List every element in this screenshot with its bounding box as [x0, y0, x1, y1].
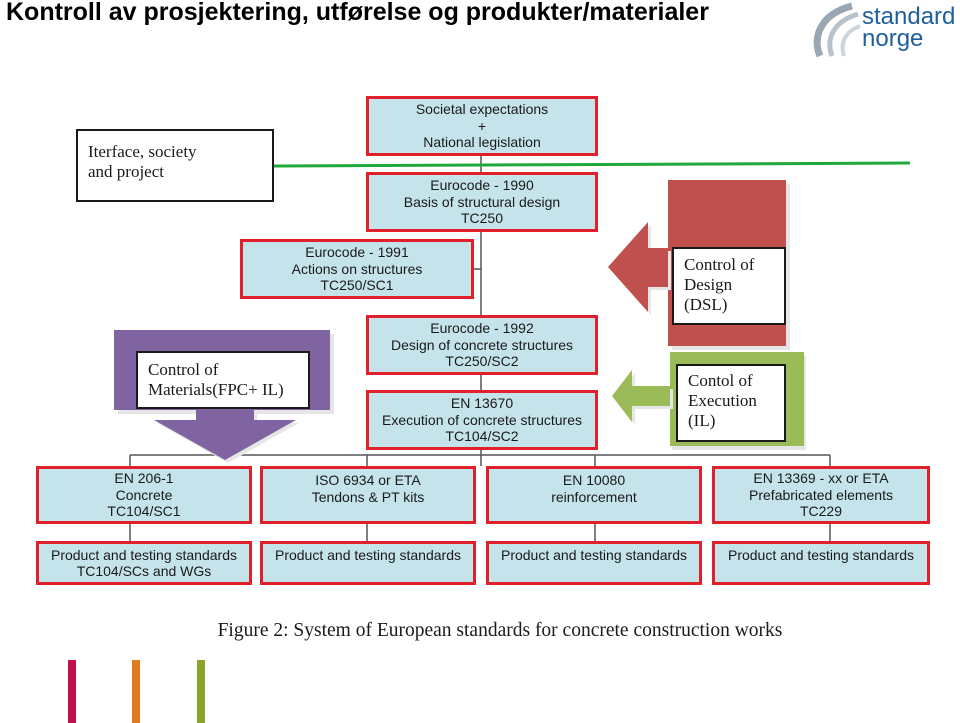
standards-box-3: Product and testing standards: [486, 541, 702, 585]
box-line: Tendons & PT kits: [311, 488, 425, 505]
note-line: Contol of: [688, 371, 753, 390]
societal-expectations-box: Societal expectations + National legisla…: [366, 96, 598, 156]
box-line: Actions on structures: [291, 260, 423, 277]
note-line: Control of: [148, 360, 219, 379]
box-line: EN 13670: [450, 395, 514, 412]
box-line: TC104/SC1: [107, 503, 181, 520]
standard-norge-logo[interactable]: standard norge: [808, 2, 960, 58]
note-line: Iterface, society: [88, 142, 197, 161]
interface-note: Iterface, society and project: [76, 129, 274, 202]
product-box-en206: EN 206-1 Concrete TC104/SC1: [36, 466, 252, 524]
eurocode-1992-box: Eurocode - 1992 Design of concrete struc…: [366, 315, 598, 375]
note-line: Materials(FPC+ IL): [148, 380, 284, 399]
design-control-note: Control of Design (DSL): [672, 247, 786, 325]
box-line: EN 10080: [562, 472, 626, 488]
box-line: Product and testing standards: [274, 547, 461, 563]
box-line: EN 13369 - xx or ETA: [753, 470, 889, 487]
footer-bar-magenta: [68, 660, 76, 723]
box-line: National legislation: [423, 134, 541, 151]
figure-caption: Figure 2: System of European standards f…: [217, 620, 783, 641]
materials-control-note: Control of Materials(FPC+ IL): [136, 351, 310, 409]
eurocode-1990-box: Eurocode - 1990 Basis of structural desi…: [366, 172, 598, 232]
logo-word-norge: norge: [862, 25, 924, 52]
box-line: reinforcement: [551, 488, 637, 505]
standards-box-2: Product and testing standards: [260, 541, 476, 585]
note-line: (DSL): [684, 295, 728, 314]
standards-box-4: Product and testing standards: [712, 541, 930, 585]
note-line: Execution: [688, 391, 757, 410]
box-line: Prefabricated elements: [749, 486, 893, 503]
note-line: Design: [684, 275, 733, 294]
standards-box-1: Product and testing standards TC104/SCs …: [36, 541, 252, 585]
box-line: TC250/SC1: [320, 277, 394, 294]
logo-word-standard: standard: [862, 3, 956, 30]
eurocode-1991-box: Eurocode - 1991 Actions on structures TC…: [240, 239, 474, 299]
box-line: TC104/SC2: [445, 428, 519, 445]
box-line: Product and testing standards: [500, 547, 687, 563]
box-line: ISO 6934 or ETA: [315, 472, 421, 488]
box-line: TC250: [460, 210, 504, 227]
note-line: (IL): [688, 411, 716, 430]
box-line: Execution of concrete structures: [382, 411, 582, 428]
box-line: Product and testing standards: [727, 547, 914, 563]
box-line: TC229: [799, 503, 843, 520]
box-line: Basis of structural design: [403, 193, 561, 210]
note-line: and project: [88, 162, 164, 181]
box-line: Design of concrete structures: [390, 336, 574, 353]
box-line: EN 206-1: [114, 470, 174, 487]
footer-bar-green: [197, 660, 205, 723]
box-line: Eurocode - 1991: [305, 244, 409, 261]
box-line: TC250/SC2: [445, 353, 519, 370]
execution-control-note: Contol of Execution (IL): [676, 364, 786, 442]
product-box-en13369: EN 13369 - xx or ETA Prefabricated eleme…: [712, 466, 930, 524]
box-line: +: [477, 117, 487, 134]
box-line: Eurocode - 1990: [430, 177, 534, 194]
box-line: Product and testing standards: [50, 546, 237, 563]
product-box-en10080: EN 10080 reinforcement: [486, 466, 702, 524]
logo-swirl-icon: [813, 2, 861, 58]
note-line: Control of: [684, 255, 755, 274]
en-13670-box: EN 13670 Execution of concrete structure…: [366, 390, 598, 450]
box-line: Eurocode - 1992: [430, 320, 534, 337]
product-box-iso6934: ISO 6934 or ETA Tendons & PT kits: [260, 466, 476, 524]
footer-bar-orange: [132, 660, 140, 723]
logo-text: standard norge: [862, 3, 956, 52]
box-line: Concrete: [115, 486, 173, 503]
page-title: Kontroll av prosjektering, utførelse og …: [6, 0, 709, 26]
box-line: TC104/SCs and WGs: [76, 563, 212, 579]
box-line: Societal expectations: [415, 101, 549, 118]
